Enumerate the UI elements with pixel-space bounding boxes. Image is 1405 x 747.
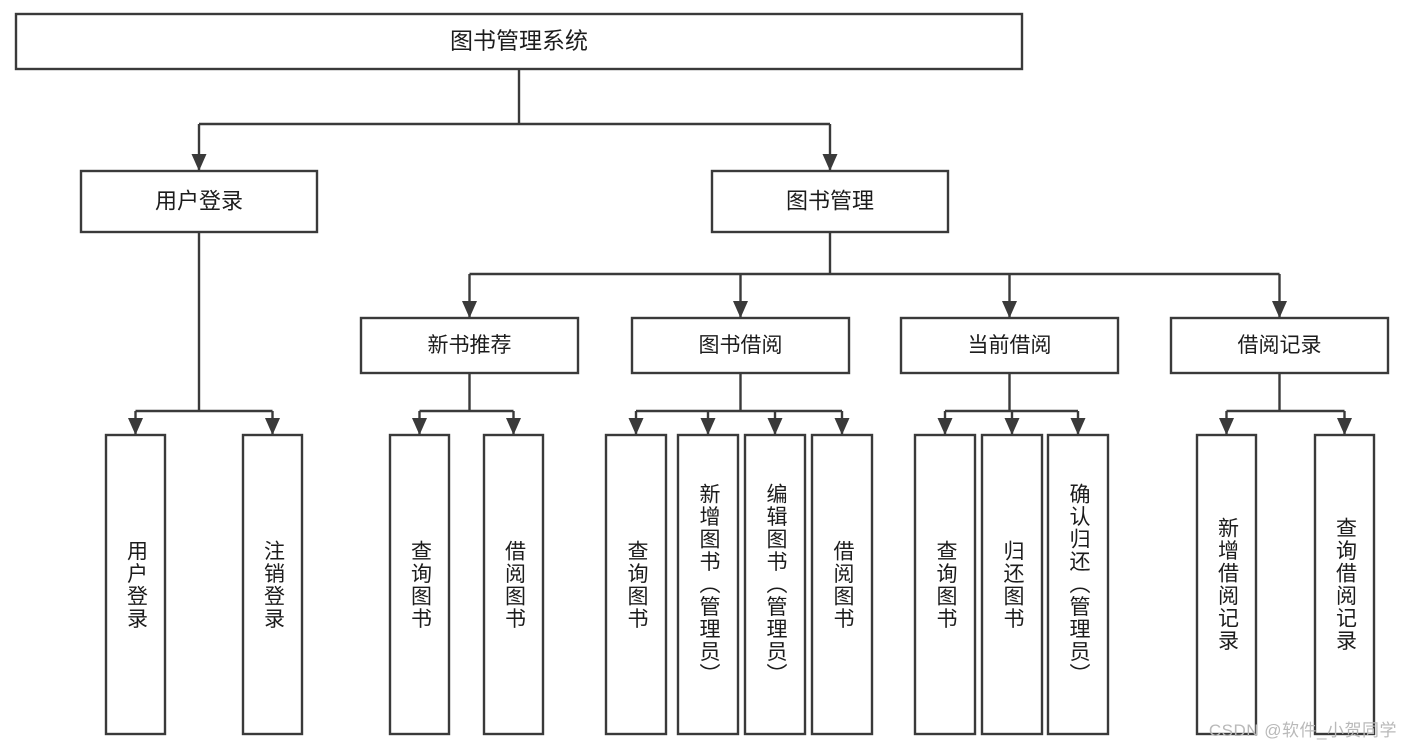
arrow-head-icon <box>1337 418 1352 435</box>
node-leaf-borrow-book-2[interactable] <box>810 433 874 736</box>
arrow-head-icon <box>1219 418 1234 435</box>
connector-layer <box>128 69 1352 435</box>
node-borrow-record[interactable]: 借阅记录 <box>1169 316 1390 375</box>
node-new-book-recommend[interactable]: 新书推荐 <box>359 316 580 375</box>
arrow-head-icon <box>506 418 521 435</box>
node-user-login[interactable]: 用户登录 <box>79 169 319 234</box>
node-leaf-user-logout[interactable] <box>241 433 304 736</box>
node-leaf-query-record[interactable] <box>1313 433 1376 736</box>
arrow-head-icon <box>1272 301 1287 318</box>
arrow-head-icon <box>834 418 850 435</box>
arrow-head-icon <box>1004 418 1020 435</box>
node-leaf-add-book[interactable] <box>676 433 740 736</box>
node-label-book-borrow: 图书借阅 <box>699 334 783 357</box>
node-leaf-edit-book[interactable] <box>743 433 807 736</box>
node-label-current-borrow: 当前借阅 <box>968 334 1052 357</box>
arrow-head-icon <box>733 301 748 318</box>
node-leaf-query-book-3[interactable] <box>913 433 977 736</box>
arrow-head-icon <box>265 418 280 435</box>
arrow-head-icon <box>700 418 716 435</box>
node-label-root: 图书管理系统 <box>450 28 588 54</box>
node-root[interactable]: 图书管理系统 <box>14 12 1024 71</box>
arrow-head-icon <box>822 154 838 171</box>
arrow-head-icon <box>128 418 143 435</box>
node-label-borrow-record: 借阅记录 <box>1238 334 1322 357</box>
node-leaf-user-login[interactable] <box>104 433 167 736</box>
node-label-book-management: 图书管理 <box>786 188 874 213</box>
node-book-borrow[interactable]: 图书借阅 <box>630 316 851 375</box>
arrow-head-icon <box>1002 301 1017 318</box>
arrow-head-icon <box>628 418 644 435</box>
arrow-head-icon <box>1070 418 1086 435</box>
arrow-head-icon <box>191 154 207 171</box>
node-leaf-borrow-book-1[interactable] <box>482 433 545 736</box>
node-label-user-login: 用户登录 <box>155 188 243 213</box>
arrow-head-icon <box>462 301 477 318</box>
node-book-management[interactable]: 图书管理 <box>710 169 950 234</box>
node-leaf-query-book-1[interactable] <box>388 433 451 736</box>
node-current-borrow[interactable]: 当前借阅 <box>899 316 1120 375</box>
node-leaf-add-record[interactable] <box>1195 433 1258 736</box>
arrow-head-icon <box>937 418 953 435</box>
arrow-head-icon <box>412 418 427 435</box>
node-leaf-return-book[interactable] <box>980 433 1044 736</box>
node-leaf-query-book-2[interactable] <box>604 433 668 736</box>
node-leaf-confirm-return[interactable] <box>1046 433 1110 736</box>
arrow-head-icon <box>767 418 783 435</box>
node-label-new-book-recommend: 新书推荐 <box>428 334 512 357</box>
